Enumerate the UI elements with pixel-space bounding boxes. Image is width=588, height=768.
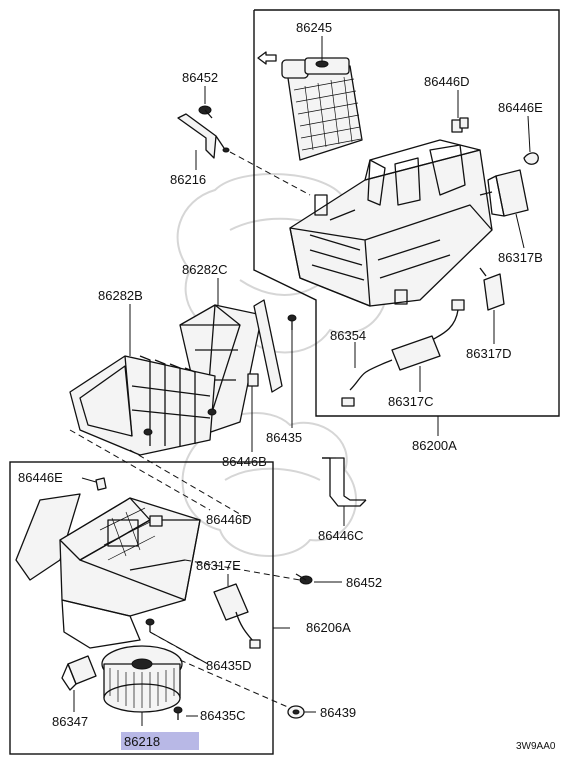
lower-group-box: [9, 461, 274, 755]
upper-group-box: [253, 9, 560, 417]
label-86435[interactable]: 86435: [266, 430, 302, 445]
bolt-86452-bot: [295, 573, 313, 585]
bracket-86446c: [322, 457, 367, 507]
label-86439[interactable]: 86439: [320, 705, 356, 720]
blower-case: [15, 493, 201, 649]
label-86206a[interactable]: 86206A: [306, 620, 351, 635]
label-86452-top[interactable]: 86452: [182, 70, 218, 85]
label-86446e-top[interactable]: 86446E: [498, 100, 543, 115]
clip-86446b: [247, 373, 259, 387]
leader-lines: [73, 36, 531, 726]
highlight-86218: [121, 732, 199, 750]
clip-86446d-bot: [149, 515, 163, 527]
actuator-86317b: [479, 169, 529, 217]
gasket-strip: [253, 299, 283, 393]
label-86282b[interactable]: 86282B: [98, 288, 143, 303]
label-86446d-bot[interactable]: 86446D: [206, 512, 252, 527]
label-86435c[interactable]: 86435C: [200, 708, 246, 723]
bolt-86452-top: [198, 105, 213, 119]
label-86200a[interactable]: 86200A: [412, 438, 457, 453]
heater-core: [281, 57, 363, 161]
clip-86446d-top: [451, 117, 469, 133]
clip-86446e-bot: [95, 477, 107, 491]
sensor-86317d: [479, 267, 505, 311]
label-86282c[interactable]: 86282C: [182, 262, 228, 277]
label-86218[interactable]: 86218: [124, 734, 160, 749]
ac-unit-body: [289, 139, 493, 307]
label-86317b[interactable]: 86317B: [498, 250, 543, 265]
assembly-lines: [69, 151, 311, 709]
actuator-86317c: [341, 335, 441, 407]
label-86452-bot[interactable]: 86452: [346, 575, 382, 590]
label-86347[interactable]: 86347: [52, 714, 88, 729]
screw-86435c: [173, 706, 183, 720]
arrow-icon: [257, 51, 277, 65]
label-86446d-top[interactable]: 86446D: [424, 74, 470, 89]
clip-86446e-top: [523, 152, 539, 165]
label-86245[interactable]: 86245: [296, 20, 332, 35]
part-labels: 86245 86452 86216 86446D 86446E 86317B 8…: [18, 20, 556, 752]
connector-86354: [431, 299, 465, 341]
diagram-code: 3W9AA0: [516, 741, 556, 752]
resistor-86347: [61, 655, 97, 691]
label-86317e[interactable]: 86317E: [196, 558, 241, 573]
bracket-86216: [177, 113, 230, 159]
duct-86282b: [69, 355, 217, 456]
actuator-86317e: [213, 583, 261, 649]
grommet-86439: [287, 705, 305, 719]
label-86446b[interactable]: 86446B: [222, 454, 267, 469]
label-86216[interactable]: 86216: [170, 172, 206, 187]
label-86317c[interactable]: 86317C: [388, 394, 434, 409]
label-86354[interactable]: 86354: [330, 328, 366, 343]
label-86435d[interactable]: 86435D: [206, 658, 252, 673]
screw-86435d: [145, 618, 155, 632]
label-86446e-bot[interactable]: 86446E: [18, 470, 63, 485]
label-86446c[interactable]: 86446C: [318, 528, 364, 543]
screw-86435: [287, 314, 297, 330]
blower-motor-86218: [101, 645, 183, 713]
label-86317d[interactable]: 86317D: [466, 346, 512, 361]
